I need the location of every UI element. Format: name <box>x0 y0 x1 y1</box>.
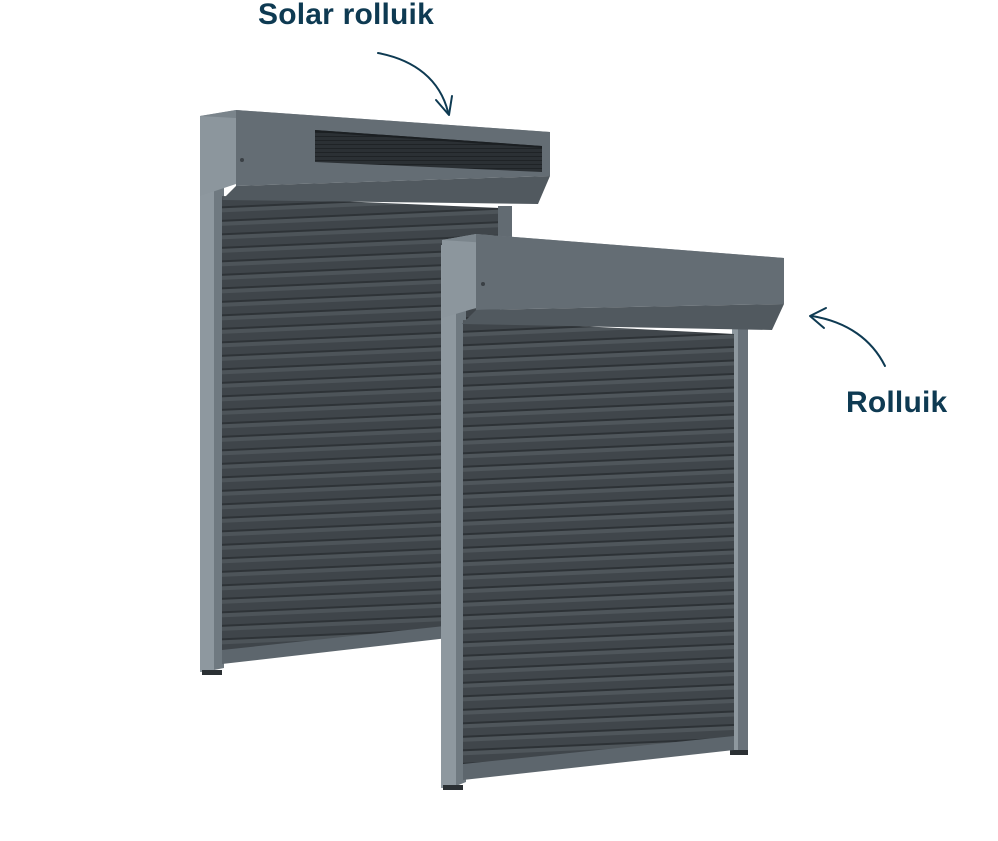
rolluik-curtain <box>463 320 734 778</box>
rolluik-shutter <box>441 234 784 790</box>
rolluik-box-front <box>476 234 784 310</box>
rolluik-left-rail <box>441 245 456 788</box>
rolluik-label: Rolluik <box>846 386 948 419</box>
solar-shutter-box-underside <box>222 176 550 204</box>
solar-shutter-box-side <box>200 110 236 196</box>
solar-shutter-left-rail <box>200 120 214 672</box>
solar-shutter-curtain <box>222 196 500 662</box>
rolluik-box-side <box>442 234 476 318</box>
solar-rolluik-label: Solar rolluik <box>258 0 434 31</box>
solar-panel <box>315 130 542 172</box>
curved-arrow-icon <box>809 307 886 367</box>
rolluik-box-underside <box>462 304 784 330</box>
curved-arrow-icon <box>377 52 453 116</box>
solar-shutter <box>200 110 550 675</box>
